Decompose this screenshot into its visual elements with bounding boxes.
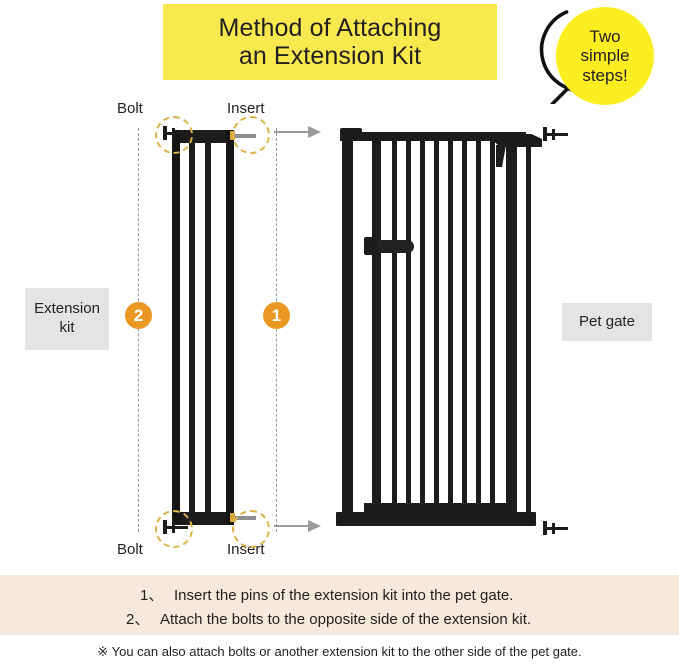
instruction-band: 1、 Insert the pins of the extension kit i… <box>0 575 679 635</box>
pet-gate-bar <box>526 140 531 513</box>
label-pet-gate: Pet gate <box>562 303 652 341</box>
callout-bolt-top: Bolt <box>117 100 143 117</box>
extension-kit-bar <box>205 138 211 518</box>
title-line-2: an Extension Kit <box>238 42 422 70</box>
pet-gate-bar <box>462 140 467 513</box>
title-line-1: Method of Attaching <box>218 14 442 42</box>
callout-bolt-bottom: Bolt <box>117 541 143 558</box>
pet-gate-top-rail <box>340 132 526 141</box>
highlight-ring-insert-bottom <box>232 510 270 548</box>
step-number-1: 1 <box>263 302 290 329</box>
label-extension-kit: Extension kit <box>25 288 109 350</box>
pet-gate-bar <box>434 140 439 513</box>
pet-gate-left-cap <box>340 128 362 136</box>
instruction-number-2: 2、 <box>126 611 150 628</box>
arrow-right-bottom <box>274 520 321 532</box>
pet-gate-illustration <box>336 120 561 535</box>
extension-kit-illustration <box>160 120 256 535</box>
pet-gate-bar <box>406 140 411 513</box>
title-banner: Method of Attaching an Extension Kit <box>163 4 497 80</box>
pet-gate-right-post <box>506 136 517 514</box>
pet-gate-bar <box>448 140 453 513</box>
pet-gate-bar <box>476 140 481 513</box>
extension-kit-left-frame <box>172 130 180 525</box>
instruction-number-1: 1、 <box>140 587 164 604</box>
badge-line-2: simple <box>580 46 630 66</box>
two-simple-steps-badge: Two simple steps! <box>536 2 676 114</box>
highlight-ring-insert-top <box>232 116 270 154</box>
bolt-icon-gate-top <box>540 126 570 142</box>
pet-gate-bar <box>420 140 425 513</box>
footnote-text: ※ You can also attach bolts or another e… <box>97 644 582 659</box>
instruction-text-2: Attach the bolts to the opposite side of… <box>160 611 532 628</box>
badge-line-1: Two <box>589 27 621 47</box>
extension-kit-bar <box>189 138 195 518</box>
pet-gate-left-post <box>342 136 353 514</box>
extension-kit-right-frame <box>226 130 234 525</box>
instruction-line-2: 2、 Attach the bolts to the opposite side … <box>126 608 531 629</box>
highlight-ring-bolt-bottom <box>155 510 193 548</box>
pet-gate-top-bracket <box>494 130 556 167</box>
arrow-right-top <box>274 126 321 138</box>
pet-gate-lower-rail <box>364 503 516 513</box>
badge-line-3: steps! <box>582 65 628 85</box>
pet-gate-latch-handle <box>364 235 416 255</box>
badge-disc: Two simple steps! <box>556 7 654 105</box>
guide-line-left <box>138 128 139 532</box>
instruction-line-1: 1、 Insert the pins of the extension kit i… <box>140 584 513 605</box>
instruction-text-1: Insert the pins of the extension kit int… <box>174 587 514 604</box>
pet-gate-inner-post <box>372 138 381 514</box>
highlight-ring-bolt-top <box>155 116 193 154</box>
pet-gate-bottom-rail <box>336 512 536 526</box>
guide-line-right <box>276 128 277 532</box>
callout-insert-top: Insert <box>227 100 265 117</box>
extension-kit-pin-tip-bottom <box>230 513 235 522</box>
step-number-2: 2 <box>125 302 152 329</box>
pet-gate-bar <box>392 140 397 513</box>
bolt-icon-gate-bottom <box>540 520 570 536</box>
pet-gate-bar <box>490 140 495 513</box>
